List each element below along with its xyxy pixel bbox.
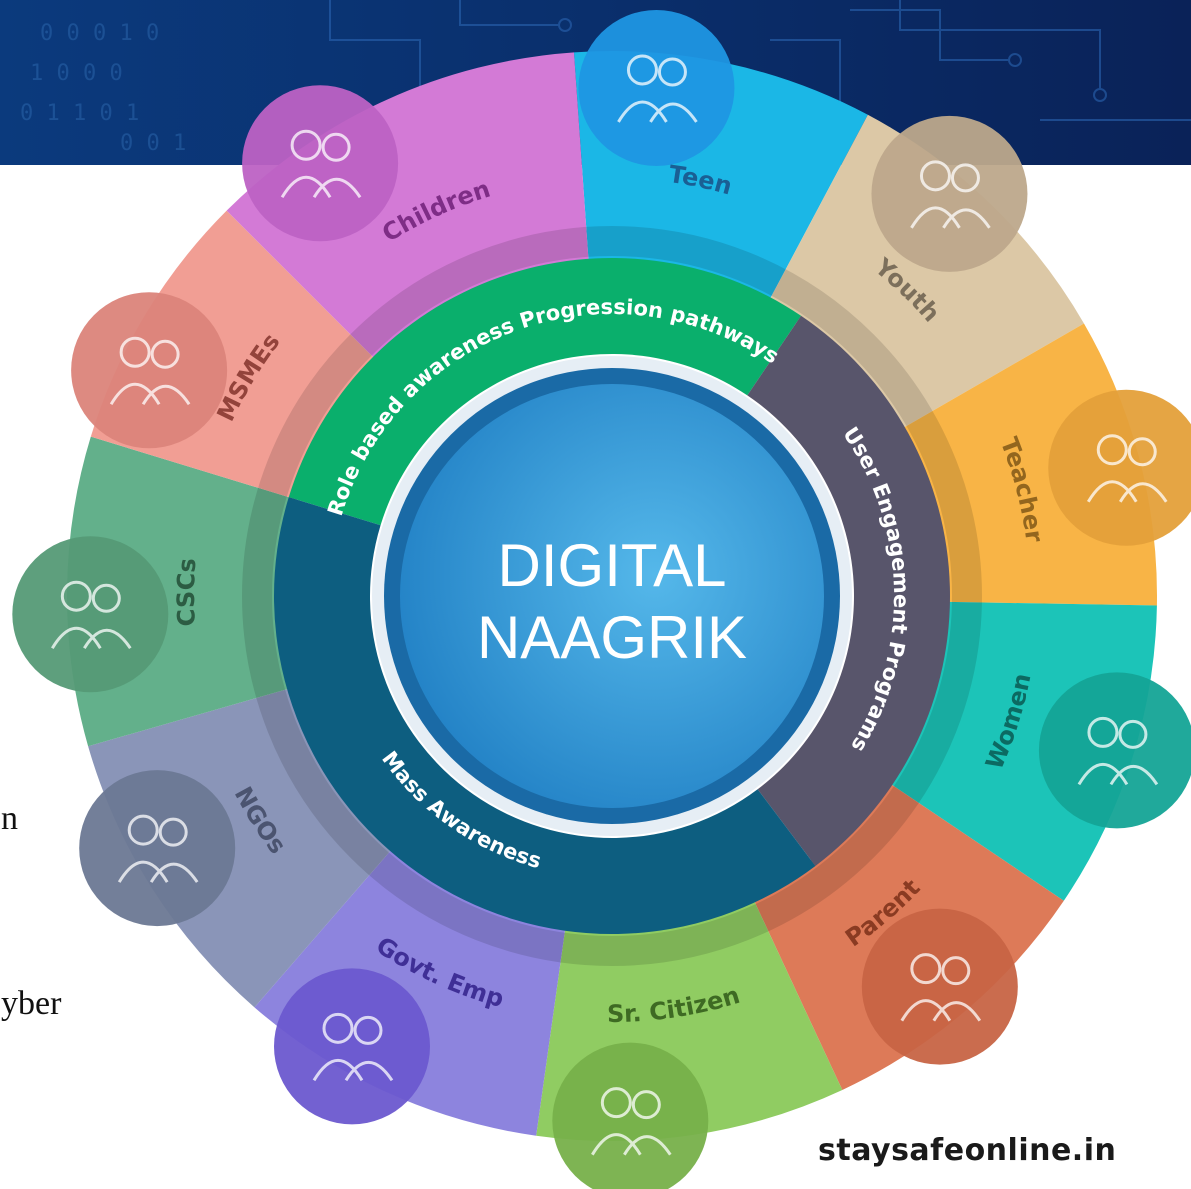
children-icon <box>242 85 399 242</box>
segment-label-cscs: CSCs <box>172 557 202 627</box>
csc-icon <box>12 536 169 693</box>
partial-side-text-1: n <box>1 800 18 837</box>
inner-ring-role-band <box>288 258 802 526</box>
svg-text:0 0 0 1 0: 0 0 0 1 0 <box>40 21 159 46</box>
partial-side-text-2: yber <box>1 985 62 1022</box>
center-disc <box>400 384 824 808</box>
msme-icon <box>71 292 228 449</box>
youth-icon <box>871 115 1028 272</box>
govt-emp-icon <box>274 968 430 1125</box>
title-line-2: NAAGRIK <box>477 604 747 671</box>
ngo-icon <box>79 770 236 927</box>
parent-icon <box>861 908 1018 1065</box>
segment-ngos-band <box>88 686 396 1008</box>
women-icon <box>1038 672 1191 829</box>
sr-citizen-icon <box>552 1042 709 1189</box>
inner-ring-engagement-band <box>747 315 950 866</box>
segment-women-band <box>885 601 1157 901</box>
teen-icon <box>578 9 735 166</box>
teacher-icon <box>1048 389 1191 546</box>
title-line-1: DIGITAL <box>498 532 727 599</box>
svg-text:1 0 0 0: 1 0 0 0 <box>30 61 123 86</box>
svg-text:0 1 1 0 1: 0 1 1 0 1 <box>20 101 139 126</box>
segment-youth-band <box>766 114 1084 431</box>
inner-ring-mass-band <box>273 497 816 935</box>
site-url: staysafeonline.in <box>818 1133 1117 1168</box>
svg-text:0 0 1: 0 0 1 <box>120 131 186 156</box>
shadow-ring <box>242 226 982 966</box>
